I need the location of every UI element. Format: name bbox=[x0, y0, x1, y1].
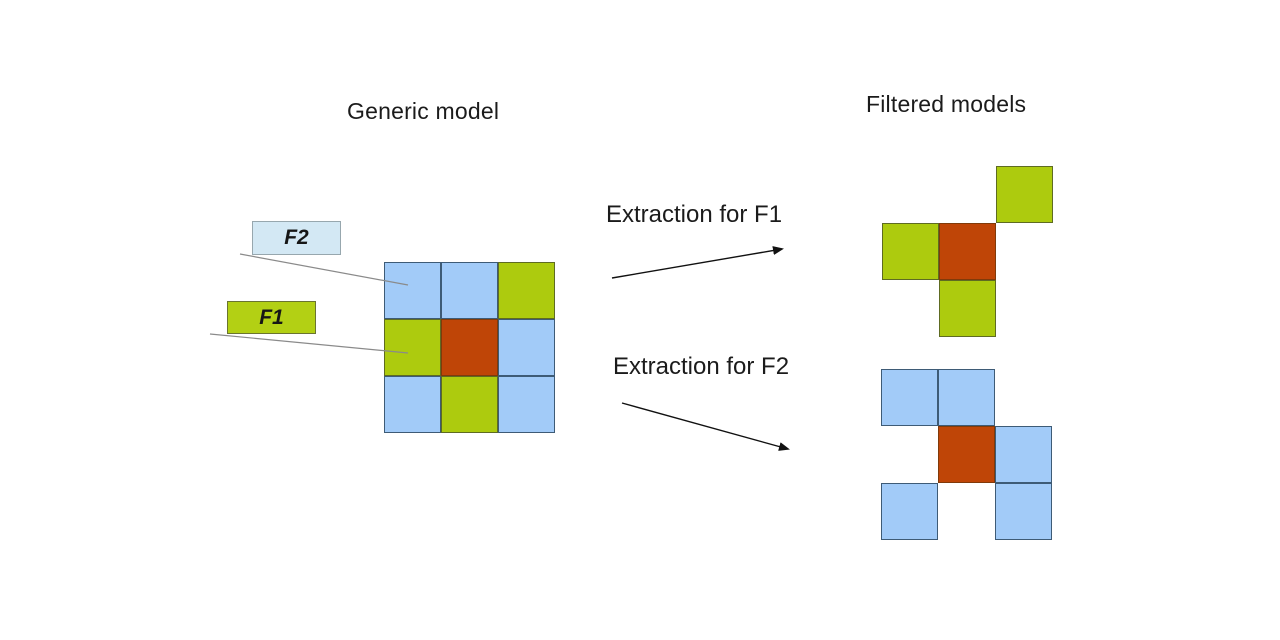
grid-cell-green bbox=[939, 280, 996, 337]
filtered-models-title: Filtered models bbox=[866, 91, 1027, 117]
extraction-f1-arrow bbox=[611, 246, 784, 279]
grid-cell-blue bbox=[995, 426, 1052, 483]
f2-leader-line bbox=[239, 253, 409, 286]
extraction-f2-label: Extraction for F2 bbox=[613, 353, 790, 380]
grid-cell-blue bbox=[441, 262, 498, 319]
grid-cell-green bbox=[441, 376, 498, 433]
filtered-model-f2-grid bbox=[881, 369, 1052, 540]
f1-legend-label: F1 bbox=[259, 305, 284, 329]
grid-cell-green bbox=[498, 262, 555, 319]
grid-cell-blue bbox=[881, 369, 938, 426]
generic-model-title: Generic model bbox=[347, 98, 500, 124]
grid-cell-red bbox=[938, 426, 995, 483]
f2-legend-label: F2 bbox=[284, 226, 309, 249]
extraction-f2-arrow bbox=[621, 402, 790, 451]
grid-cell-blue bbox=[498, 319, 555, 376]
grid-cell-green bbox=[882, 223, 939, 280]
grid-cell-green bbox=[996, 166, 1053, 223]
filtered-model-f1-grid bbox=[882, 166, 1053, 337]
f2-legend-box: F2 bbox=[252, 221, 341, 255]
grid-cell-blue bbox=[881, 483, 938, 540]
grid-cell-blue bbox=[384, 262, 441, 319]
grid-cell-green bbox=[384, 319, 441, 376]
grid-cell-red bbox=[441, 319, 498, 376]
f1-legend-box: F1 bbox=[227, 301, 316, 334]
generic-model-grid bbox=[384, 262, 555, 433]
f1-leader-line bbox=[209, 333, 409, 354]
grid-cell-blue bbox=[995, 483, 1052, 540]
grid-cell-blue bbox=[938, 369, 995, 426]
grid-cell-red bbox=[939, 223, 996, 280]
grid-cell-blue bbox=[384, 376, 441, 433]
extraction-f1-label: Extraction for F1 bbox=[606, 201, 783, 228]
grid-cell-blue bbox=[498, 376, 555, 433]
